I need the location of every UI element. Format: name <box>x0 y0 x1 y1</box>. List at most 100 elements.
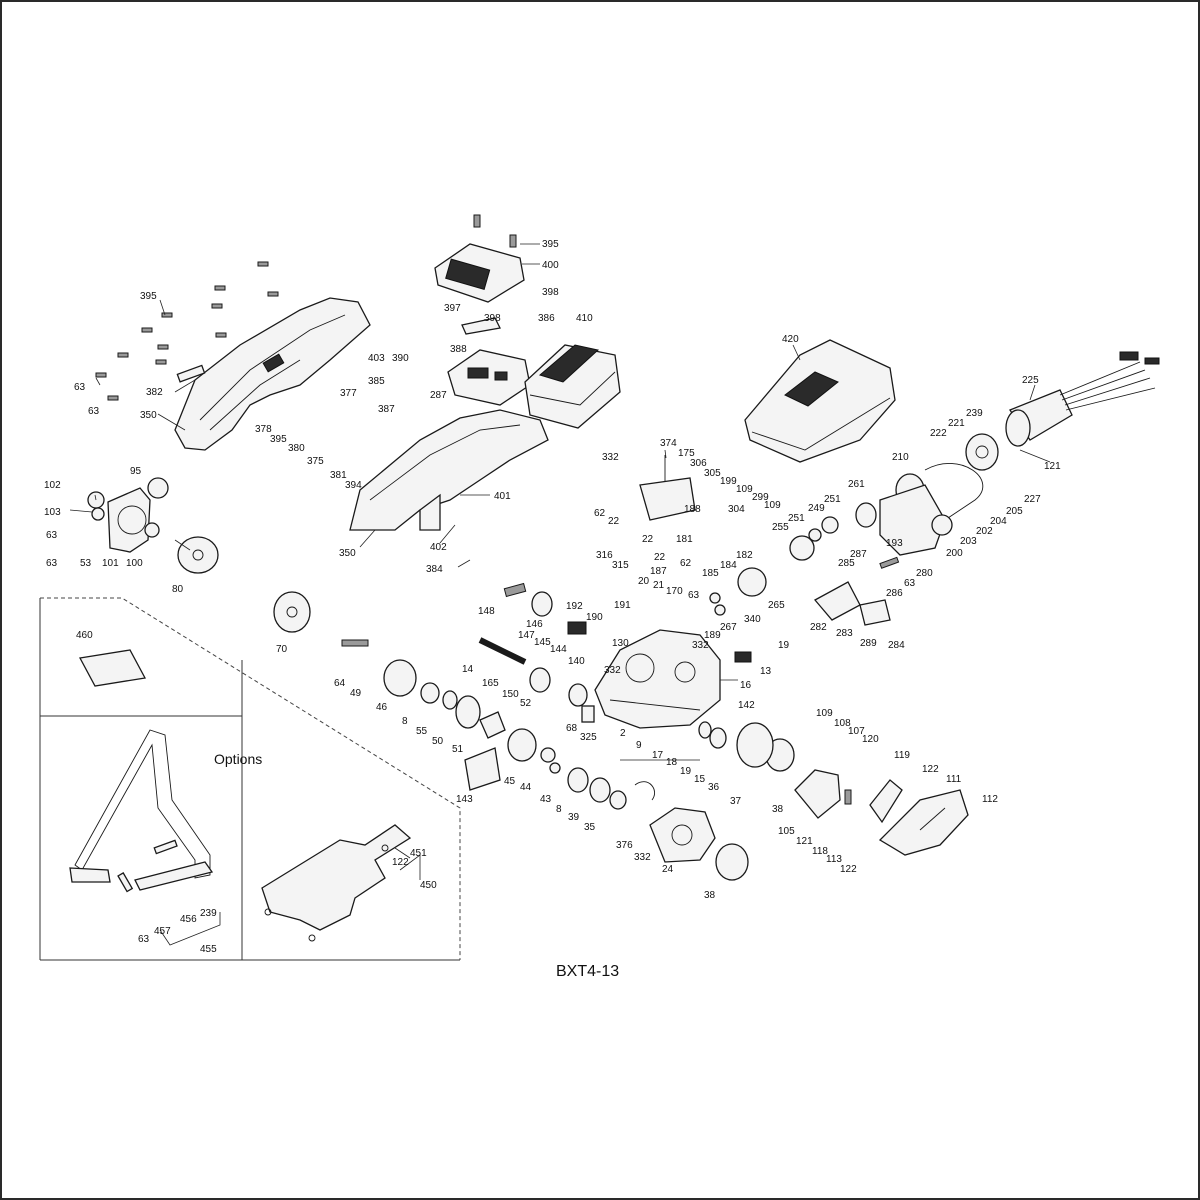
callout-label: 332 <box>634 852 651 863</box>
callout-label: 386 <box>538 313 555 324</box>
callout-label: 395 <box>270 434 287 445</box>
callout-label: 450 <box>420 880 437 891</box>
callout-label: 221 <box>948 418 965 429</box>
callout-label: 63 <box>138 934 150 945</box>
callout-label: 306 <box>690 458 707 469</box>
callout-label: 202 <box>976 526 993 537</box>
option-plate <box>261 824 412 931</box>
callout-label: 21 <box>653 580 665 591</box>
callout-label: 146 <box>526 619 543 630</box>
callout-label: 398 <box>484 313 501 324</box>
motor-assembly <box>965 351 1160 471</box>
callout-label: 22 <box>654 552 666 563</box>
callout-label: 200 <box>946 548 963 559</box>
callout-label: 420 <box>782 334 799 345</box>
callout-label: 388 <box>450 344 467 355</box>
callout-label: 261 <box>848 479 865 490</box>
callout-label: 189 <box>704 630 721 641</box>
handle-housing-lower <box>349 409 549 531</box>
callout-label: 109 <box>764 500 781 511</box>
callout-label: 52 <box>520 698 532 709</box>
battery-pack <box>524 344 621 429</box>
callout-label: 63 <box>688 590 700 601</box>
callout-label: 455 <box>200 944 217 955</box>
callout-label: 451 <box>410 848 427 859</box>
callout-label: 382 <box>146 387 163 398</box>
callout-label: 50 <box>432 736 444 747</box>
callout-label: 109 <box>736 484 753 495</box>
callout-label: 400 <box>542 260 559 271</box>
options-label: Options <box>214 751 262 767</box>
callout-label: 350 <box>339 548 356 559</box>
callout-label: 190 <box>586 612 603 623</box>
callout-label: 165 <box>482 678 499 689</box>
callout-label: 122 <box>922 764 939 775</box>
callout-label: 120 <box>862 734 879 745</box>
callout-label: 395 <box>542 239 559 250</box>
callout-label: 203 <box>960 536 977 547</box>
callout-label: 150 <box>502 689 519 700</box>
callout-label: 122 <box>840 864 857 875</box>
callout-label: 19 <box>680 766 692 777</box>
charger <box>744 339 896 463</box>
callout-label: 13 <box>760 666 772 677</box>
callout-label: 299 <box>752 492 769 503</box>
callout-label: 121 <box>796 836 813 847</box>
callout-label: 267 <box>720 622 737 633</box>
callout-label: 377 <box>340 388 357 399</box>
callout-label: 44 <box>520 782 532 793</box>
callout-label: 170 <box>666 586 683 597</box>
callout-label: 70 <box>276 644 288 655</box>
callout-label: 101 <box>102 558 119 569</box>
callout-label: 108 <box>834 718 851 729</box>
label-sheet <box>78 649 147 687</box>
callout-label: 18 <box>666 757 678 768</box>
callout-label: 227 <box>1024 494 1041 505</box>
callout-label: 64 <box>334 678 346 689</box>
callout-label: 376 <box>616 840 633 851</box>
callout-label: 340 <box>744 614 761 625</box>
callout-label: 199 <box>720 476 737 487</box>
callout-label: 63 <box>46 558 58 569</box>
callout-label: 22 <box>608 516 620 527</box>
callout-label: 113 <box>826 854 842 865</box>
callout-label: 185 <box>702 568 719 579</box>
figure-id: BXT4-13 <box>556 963 619 980</box>
callout-label: 378 <box>255 424 272 435</box>
callout-label: 22 <box>642 534 654 545</box>
callout-label: 35 <box>584 822 596 833</box>
callout-label: 144 <box>550 644 567 655</box>
options-panel <box>39 597 461 961</box>
callout-label: 112 <box>982 794 998 805</box>
callout-label: 401 <box>494 491 511 502</box>
callout-label: 192 <box>566 601 583 612</box>
callout-label: 249 <box>808 503 825 514</box>
callout-label: 315 <box>612 560 629 571</box>
callout-label: 187 <box>650 566 667 577</box>
callout-label: 130 <box>612 638 629 649</box>
callout-label: 457 <box>154 926 171 937</box>
callout-label: 109 <box>816 708 833 719</box>
callout-label: 403 <box>368 353 385 364</box>
callout-label: 20 <box>638 576 650 587</box>
callout-label: 175 <box>678 448 695 459</box>
callout-label: 239 <box>966 408 983 419</box>
callout-label: 374 <box>660 438 677 449</box>
callout-label: 387 <box>378 404 395 415</box>
callout-label: 121 <box>1044 461 1061 472</box>
callout-label: 36 <box>708 782 720 793</box>
callout-label: 49 <box>350 688 362 699</box>
callout-label: 62 <box>680 558 692 569</box>
callout-label: 8 <box>556 804 562 815</box>
callout-label: 45 <box>504 776 516 787</box>
callout-label: 284 <box>888 640 905 651</box>
callout-label: 62 <box>594 508 606 519</box>
callout-label: 63 <box>88 406 100 417</box>
callout-label: 111 <box>946 774 962 785</box>
callout-label: 38 <box>772 804 784 815</box>
callout-label: 55 <box>416 726 428 737</box>
callout-label: 107 <box>848 726 865 737</box>
callout-label: 143 <box>456 794 473 805</box>
